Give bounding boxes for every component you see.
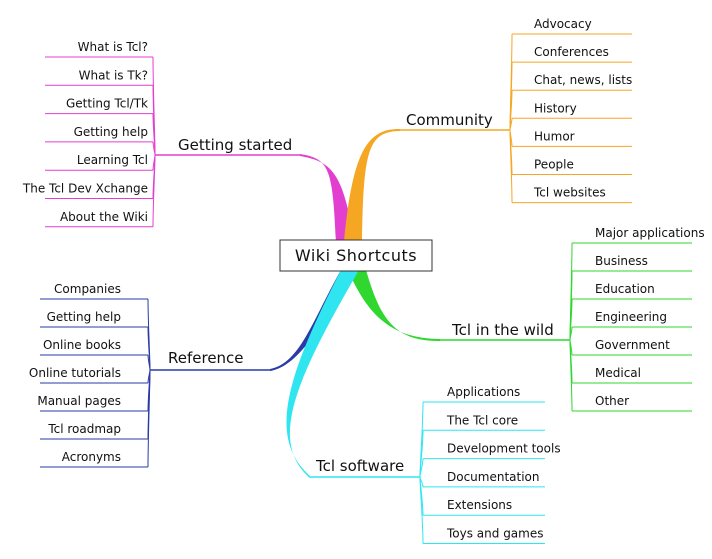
tcl-in-the-wild-leaf[interactable]: Government xyxy=(595,338,670,352)
tcl-in-the-wild-leaf[interactable]: Business xyxy=(595,254,648,268)
getting-started-connector xyxy=(152,154,156,227)
getting-started-leaf[interactable]: Getting Tcl/Tk xyxy=(66,97,148,111)
tcl-in-the-wild-connector xyxy=(569,339,573,412)
reference-connector xyxy=(147,354,151,371)
reference-leaf[interactable]: Manual pages xyxy=(37,394,121,408)
tcl-software-leaf[interactable]: Applications xyxy=(447,385,520,399)
community-leaf[interactable]: People xyxy=(534,158,574,172)
label-layer: Getting started What is Tcl? What is Tk? Ge… xyxy=(22,17,705,541)
tcl-in-the-wild-connector xyxy=(569,326,573,341)
tcl-software-leaf[interactable]: Extensions xyxy=(447,498,512,512)
getting-started-connector xyxy=(152,141,156,156)
community-leaf[interactable]: History xyxy=(534,101,577,115)
tcl-software-trunk xyxy=(286,270,359,478)
tcl-software-connector xyxy=(419,458,424,478)
getting-started-leaf[interactable]: What is Tk? xyxy=(79,68,148,82)
getting-started-trunk xyxy=(300,154,354,242)
tcl-in-the-wild-leaf[interactable]: Major applications xyxy=(595,226,705,240)
tcl-software-leaf[interactable]: The Tcl core xyxy=(446,413,518,427)
tcl-in-the-wild-trunk xyxy=(348,270,440,342)
reference-leaf[interactable]: Companies xyxy=(54,282,121,296)
community-connector xyxy=(509,129,513,203)
reference-leaf[interactable]: Getting help xyxy=(47,310,121,324)
tcl-in-the-wild-leaf[interactable]: Medical xyxy=(595,366,641,380)
getting-started-leaf[interactable]: About the Wiki xyxy=(60,210,148,224)
reference-leaf[interactable]: Online books xyxy=(43,338,121,352)
reference-leaf[interactable]: Acronyms xyxy=(62,450,121,464)
community-connector xyxy=(509,118,513,131)
tcl-software-leaf[interactable]: Development tools xyxy=(447,442,561,456)
tcl-in-the-wild-leaf[interactable]: Engineering xyxy=(595,310,667,324)
reference-leaf[interactable]: Online tutorials xyxy=(29,366,121,380)
getting-started-leaf[interactable]: The Tcl Dev Xchange xyxy=(22,182,148,196)
trunk-layer xyxy=(270,128,440,478)
tcl-in-the-wild-leaf[interactable]: Other xyxy=(595,394,629,408)
community-label[interactable]: Community xyxy=(406,111,493,129)
getting-started-label[interactable]: Getting started xyxy=(178,136,292,154)
tcl-software-leaf[interactable]: Toys and games xyxy=(446,527,544,541)
community-leaf[interactable]: Advocacy xyxy=(534,17,592,31)
center-node-label: Wiki Shortcuts xyxy=(295,246,417,265)
getting-started-leaf[interactable]: What is Tcl? xyxy=(78,40,148,54)
community-leaf[interactable]: Chat, news, lists xyxy=(534,73,632,87)
connector-layer xyxy=(40,33,692,544)
tcl-software-leaf[interactable]: Documentation xyxy=(447,470,540,484)
tcl-software-label[interactable]: Tcl software xyxy=(315,457,404,475)
reference-label[interactable]: Reference xyxy=(168,349,244,367)
community-leaf[interactable]: Tcl websites xyxy=(533,186,606,200)
community-leaf[interactable]: Conferences xyxy=(534,45,609,59)
community-leaf[interactable]: Humor xyxy=(534,129,575,143)
tcl-in-the-wild-label[interactable]: Tcl in the wild xyxy=(451,321,554,339)
center-node[interactable]: Wiki Shortcuts xyxy=(279,239,433,272)
tcl-software-connector xyxy=(419,476,424,544)
center-node-box xyxy=(279,239,433,272)
getting-started-leaf[interactable]: Learning Tcl xyxy=(77,153,148,167)
community-trunk xyxy=(344,128,400,242)
reference-leaf[interactable]: Tcl roadmap xyxy=(47,422,121,436)
getting-started-leaf[interactable]: Getting help xyxy=(74,125,148,139)
reference-connector xyxy=(147,369,151,468)
tcl-in-the-wild-leaf[interactable]: Education xyxy=(595,282,655,296)
